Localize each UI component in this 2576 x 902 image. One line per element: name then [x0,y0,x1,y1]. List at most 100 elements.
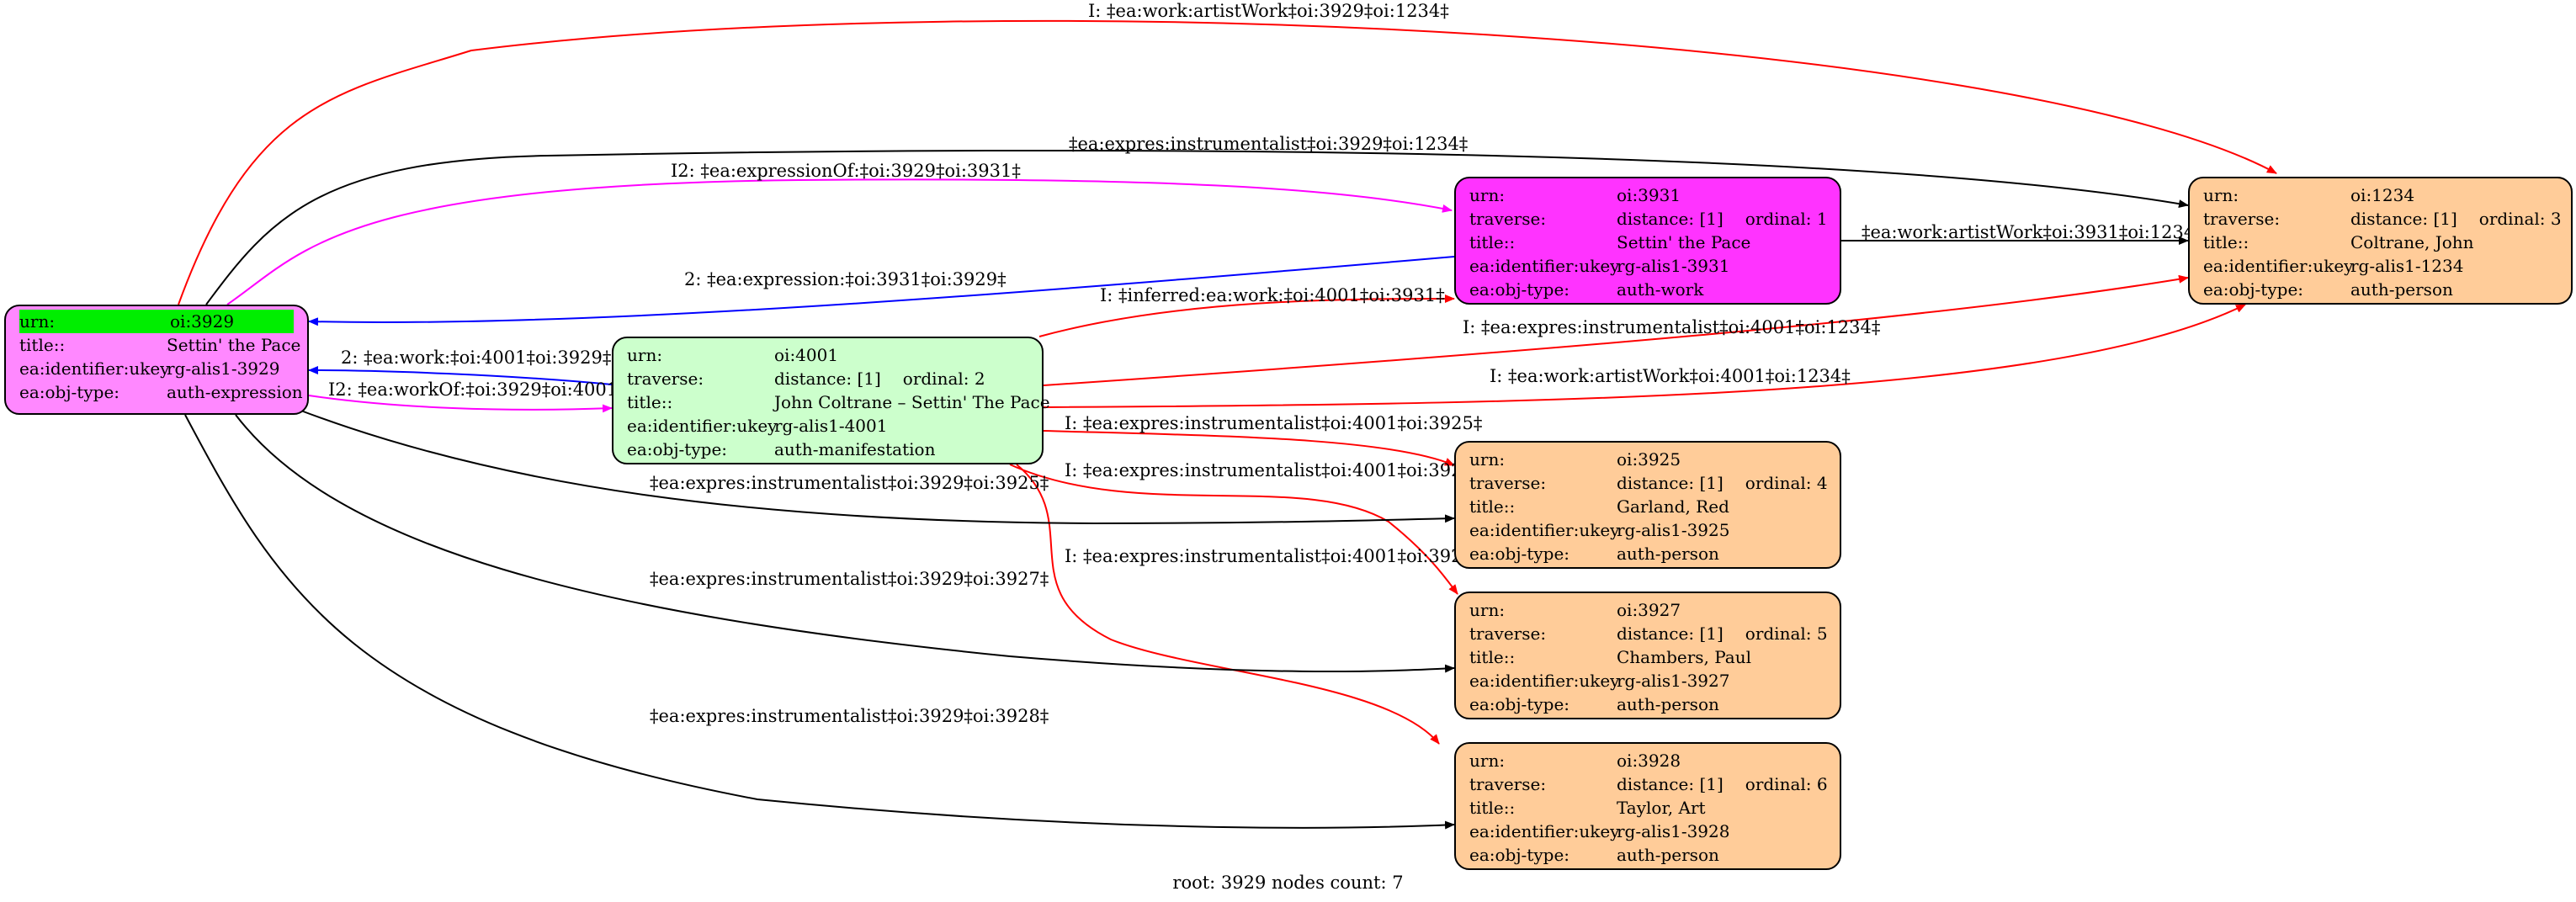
edge-label: I: ‡ea:expres:instrumentalist‡oi:4001‡oi… [1065,460,1482,480]
edge-3929-3928-instrumentalist [184,414,1455,830]
field-value: rg-alis1-4001 [774,416,888,436]
node-row-title: title:: Chambers, Paul [1469,645,1826,669]
field-value: Settin' the Pace [167,335,301,355]
field-value: distance: [1] [2350,209,2457,229]
field-value: auth-manifestation [774,439,936,459]
node-row-urn: urn: oi:3927 [1469,598,1826,622]
field-value: ordinal: 6 [1745,774,1828,794]
edge-label: I: ‡inferred:ea:work:‡oi:4001‡oi:3931‡ [1100,285,1445,305]
node-row-title: title:: Taylor, Art [1469,796,1826,820]
node-row-traverse: traverse: distance: [1] ordinal: 4 [1469,471,1828,495]
edge-label: I2: ‡ea:expressionOf:‡oi:3929‡oi:3931‡ [671,161,1021,181]
node-3929[interactable]: urn: oi:3929 title:: Settin' the Pace ea… [4,305,309,415]
edge-4001-1234-instrumentalist [1043,274,2189,386]
edge-4001-3928-instrumentalist [1016,464,1440,745]
field-value: distance: [1] [1617,473,1724,493]
node-row-title: title:: Settin' the Pace [1469,231,1826,254]
field-key: urn: [1469,751,1506,771]
field-value: oi:3925 [1617,449,1681,470]
field-value: oi:3928 [1617,751,1681,771]
node-row-urn: urn: oi:3929 [19,310,294,333]
node-row-traverse: traverse: distance: [1] ordinal: 1 [1469,207,1828,231]
field-value: Coltrane, John [2350,232,2474,252]
field-value: ordinal: 2 [902,369,985,389]
field-key: urn: [627,345,663,365]
field-key: ea:identifier:ukey [1469,256,1620,276]
node-3927[interactable]: urn: oi:3927 traverse: distance: [1] ord… [1454,592,1841,719]
edge-label: ‡ea:expres:instrumentalist‡oi:3929‡oi:12… [1069,134,1468,154]
field-value: auth-person [1617,544,1719,564]
node-row-urn: urn: oi:3928 [1469,749,1826,772]
field-key: ea:identifier:ukey [19,358,170,379]
node-4001[interactable]: urn: oi:4001 traverse: distance: [1] ord… [612,337,1050,464]
node-row-ukey: ea:identifier:ukey rg-alis1-1234 [2203,254,2557,278]
field-key: title:: [19,335,66,355]
field-value: auth-expression [167,382,303,402]
node-row-ukey: ea:identifier:ukey rg-alis1-3927 [1469,669,1826,692]
field-value: rg-alis1-3929 [167,358,280,379]
edge-3929-3927-instrumentalist [235,414,1455,673]
edge-label: I: ‡ea:expres:instrumentalist‡oi:4001‡oi… [1463,317,1880,337]
field-value: rg-alis1-3931 [1617,256,1730,276]
field-value: oi:3927 [1617,600,1681,620]
field-value: distance: [1] [1617,623,1724,644]
field-key: ea:obj-type: [1469,845,1570,865]
edge-4001-3929-work [308,366,613,385]
field-key: ea:identifier:ukey [627,416,778,436]
field-value: Taylor, Art [1617,798,1706,818]
field-key: ea:identifier:ukey [2203,256,2354,276]
edge-label: ‡ea:expres:instrumentalist‡oi:3929‡oi:39… [650,569,1049,589]
graph-footer-caption: root: 3929 nodes count: 7 [1172,873,1404,893]
field-value: ordinal: 3 [2478,209,2562,229]
field-value: distance: [1] [1617,774,1724,794]
edge-label: I: ‡ea:expres:instrumentalist‡oi:4001‡oi… [1065,546,1482,566]
field-key: ea:obj-type: [1469,279,1570,300]
node-row-title: title:: Settin' the Pace [19,333,300,357]
node-row-traverse: traverse: distance: [1] ordinal: 2 [627,367,1028,390]
field-key: ea:obj-type: [2203,279,2304,300]
edge-4001-3931-inferred [1038,294,1455,337]
node-3928[interactable]: urn: oi:3928 traverse: distance: [1] ord… [1454,742,1841,870]
node-row-title: title:: Coltrane, John [2203,231,2557,254]
field-key: urn: [2203,185,2239,205]
node-row-traverse: traverse: distance: [1] ordinal: 5 [1469,622,1828,645]
node-row-urn: urn: oi:1234 [2203,183,2557,207]
field-value: rg-alis1-3927 [1617,671,1730,691]
edge-3929-3925-instrumentalist [298,409,1455,525]
edge-3929-3931-expressionof [226,178,1453,305]
field-value: auth-work [1617,279,1704,300]
field-key: traverse: [2203,209,2281,229]
field-key: urn: [19,311,167,332]
node-row-ukey: ea:identifier:ukey rg-alis1-4001 [627,414,1028,438]
field-key: ea:obj-type: [627,439,728,459]
field-value: John Coltrane – Settin' The Pace [774,392,1050,412]
field-key: title:: [1469,232,1516,252]
node-row-ukey: ea:identifier:ukey rg-alis1-3931 [1469,254,1826,278]
field-value: oi:4001 [774,345,839,365]
field-value: ordinal: 1 [1745,209,1828,229]
edge-label: I: ‡ea:expres:instrumentalist‡oi:4001‡oi… [1065,413,1482,433]
edge-label: 2: ‡ea:work:‡oi:4001‡oi:3929‡ [341,348,611,368]
edge-4001-3927-instrumentalist [1009,464,1458,595]
field-value: ordinal: 4 [1745,473,1828,493]
field-value: Settin' the Pace [1617,232,1751,252]
field-key: title:: [1469,496,1516,517]
edge-label: ‡ea:expres:instrumentalist‡oi:3929‡oi:39… [650,706,1049,726]
field-key: traverse: [1469,623,1547,644]
node-3925[interactable]: urn: oi:3925 traverse: distance: [1] ord… [1454,441,1841,569]
node-1234[interactable]: urn: oi:1234 traverse: distance: [1] ord… [2188,177,2573,305]
node-row-type: ea:obj-type: auth-person [2203,278,2557,301]
field-key: ea:obj-type: [1469,694,1570,714]
node-row-urn: urn: oi:3931 [1469,183,1826,207]
field-value: oi:1234 [2350,185,2415,205]
edge-4001-1234-artistwork [1043,304,2246,408]
field-key: urn: [1469,600,1506,620]
field-key: traverse: [1469,473,1547,493]
node-3931[interactable]: urn: oi:3931 traverse: distance: [1] ord… [1454,177,1841,305]
field-value: auth-person [1617,845,1719,865]
field-key: urn: [1469,185,1506,205]
field-key: traverse: [627,369,704,389]
node-row-traverse: traverse: distance: [1] ordinal: 3 [2203,207,2562,231]
field-value: oi:3931 [1617,185,1681,205]
